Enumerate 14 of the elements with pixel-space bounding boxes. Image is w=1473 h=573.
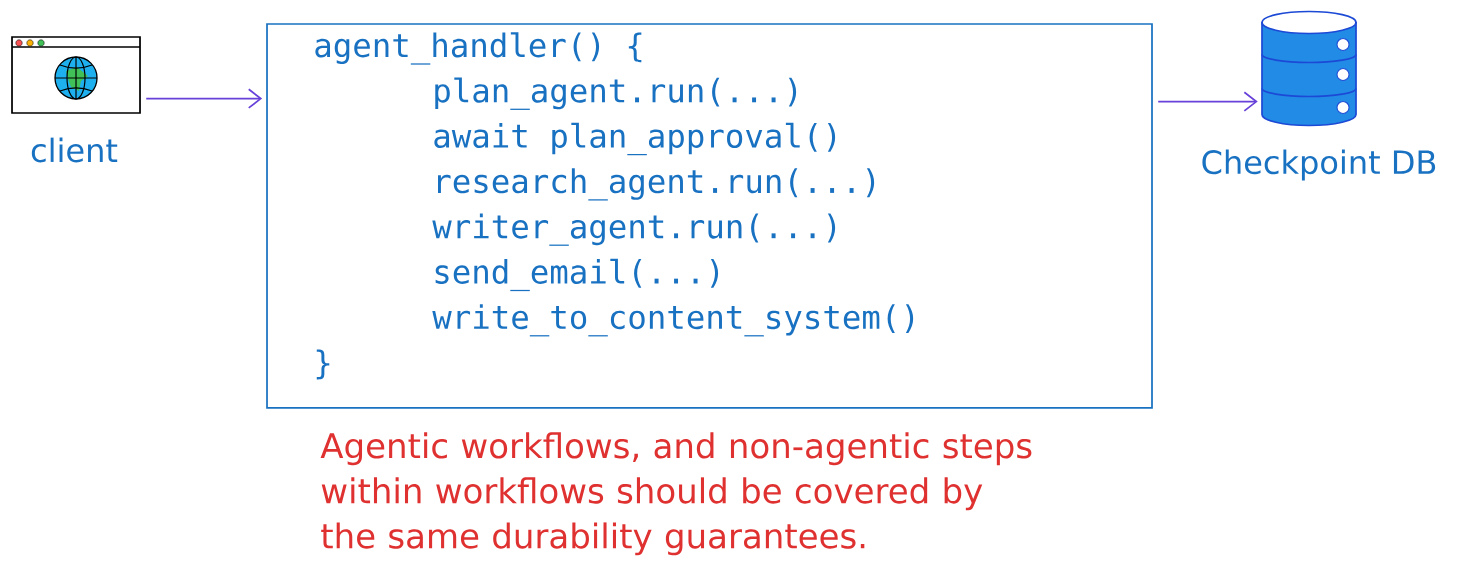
- code-line: send_email(...): [435, 258, 719, 292]
- code-line: }: [316, 349, 330, 380]
- code-line: write_to_content_system(): [432, 304, 914, 337]
- code-line: research_agent.run(...): [438, 168, 875, 201]
- code-line: await plan_approval(): [434, 122, 836, 156]
- code-line: plan_agent.run(...): [435, 77, 797, 110]
- node-label: Checkpoint DB: [1202, 149, 1436, 181]
- code-line: agent_handler() {: [315, 32, 642, 65]
- node-label: client: [31, 137, 118, 163]
- code-line: writer_agent.run(...): [432, 213, 836, 246]
- browser-window: [11, 36, 141, 114]
- database-cylinder: [1261, 10, 1357, 127]
- arrow: [145, 88, 263, 109]
- arrow: [1157, 91, 1258, 112]
